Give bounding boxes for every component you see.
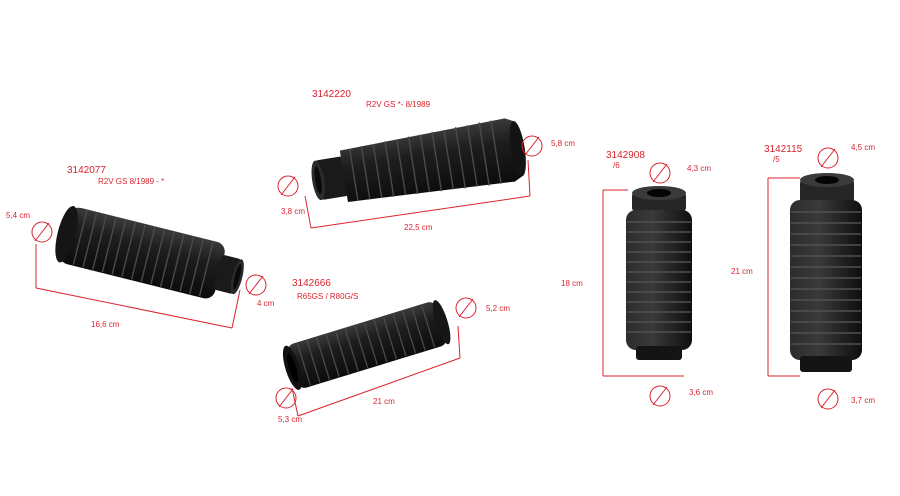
dimensions-3142666 bbox=[275, 297, 477, 417]
part-number-3142077: 3142077 bbox=[67, 165, 106, 176]
part-number-3142220: 3142220 bbox=[312, 89, 351, 100]
length-3142115: 21 cm bbox=[731, 267, 753, 276]
length-3142666: 21 cm bbox=[373, 397, 395, 406]
model-3142077: R2V GS 8/1989 - * bbox=[98, 177, 165, 186]
dimensions-3142908 bbox=[602, 162, 684, 407]
diameter-bottom-3142908: 3,6 cm bbox=[689, 388, 714, 397]
fork-boot-3142115 bbox=[790, 173, 862, 372]
model-3142115: /5 bbox=[773, 155, 780, 164]
model-3142220: R2V GS *- 8/1989 bbox=[366, 100, 431, 109]
diameter-top-3142908: 4,3 cm bbox=[687, 164, 712, 173]
diameter-large-3142666: 5,2 cm bbox=[486, 304, 511, 313]
diameter-large-3142220: 5,8 cm bbox=[551, 139, 576, 148]
diameter-small-3142666: 5,3 cm bbox=[278, 415, 303, 424]
diameter-small-3142220: 3,8 cm bbox=[281, 207, 306, 216]
length-3142908: 18 cm bbox=[561, 279, 583, 288]
dimensions-3142077 bbox=[31, 221, 267, 329]
part-number-3142666: 3142666 bbox=[292, 278, 331, 289]
diameter-large-3142077: 5,4 cm bbox=[6, 211, 31, 220]
model-3142908: /6 bbox=[613, 161, 620, 170]
length-3142220: 22,5 cm bbox=[404, 223, 433, 232]
fork-boot-3142220 bbox=[311, 118, 526, 202]
dimensions-3142115 bbox=[767, 147, 839, 410]
fork-boot-3142666 bbox=[282, 300, 451, 390]
fork-boot-3142077 bbox=[55, 205, 244, 299]
diameter-small-3142077: 4 cm bbox=[257, 299, 275, 308]
model-3142666: R65GS / R80G/S bbox=[297, 292, 359, 301]
fork-boot-3142908 bbox=[626, 186, 692, 360]
diameter-top-3142115: 4,5 cm bbox=[851, 143, 876, 152]
dimensions-3142220 bbox=[277, 135, 543, 229]
diameter-bottom-3142115: 3,7 cm bbox=[851, 396, 876, 405]
part-number-3142908: 3142908 bbox=[606, 150, 645, 161]
length-3142077: 16,6 cm bbox=[91, 320, 120, 329]
part-number-3142115: 3142115 bbox=[764, 144, 803, 155]
